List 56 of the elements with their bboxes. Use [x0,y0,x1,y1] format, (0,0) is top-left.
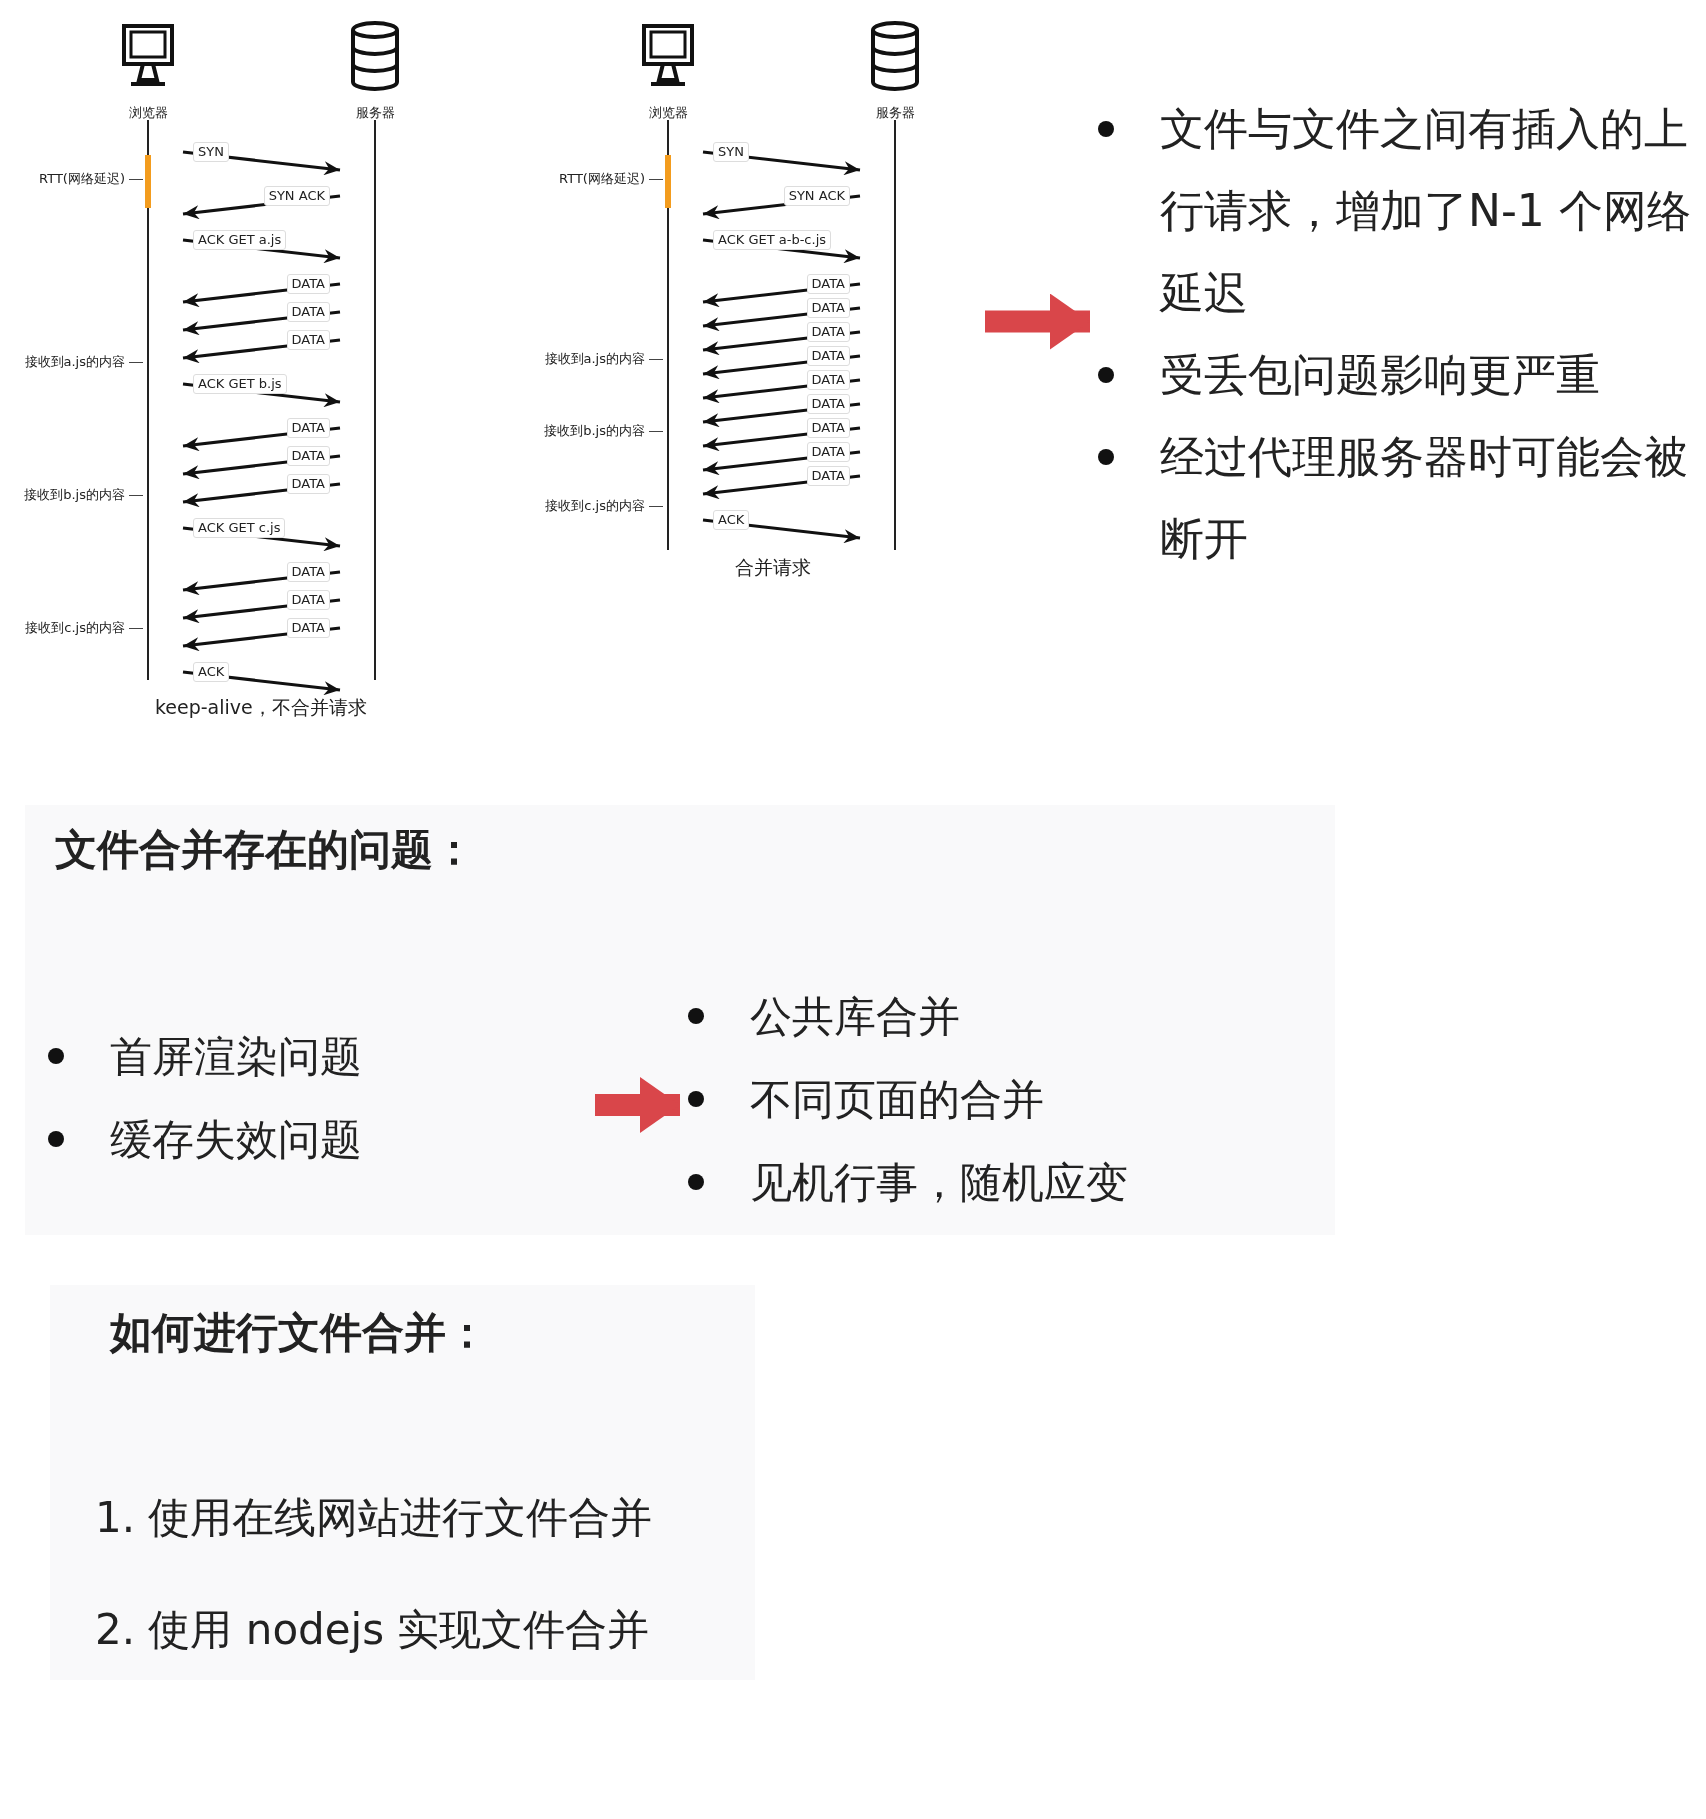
annotation-text: 接收到b.js的内容 [520,422,663,440]
message-label: ACK GET c.js [193,518,286,538]
message-label: DATA [806,442,850,462]
annotation-text: 接收到c.js的内容 [10,619,143,637]
participant-name: 浏览器 [127,104,169,122]
message-label: DATA [286,618,330,638]
message-label: DATA [806,370,850,390]
annotation-text: 接收到c.js的内容 [520,497,663,515]
message-label: DATA [806,466,850,486]
diagram-caption: keep-alive，不合并请求 [155,695,367,720]
message-label: DATA [286,302,330,322]
message-label: DATA [806,394,850,414]
message-label: DATA [286,330,330,350]
message-label: SYN ACK [783,186,850,206]
annotation-text: 接收到a.js的内容 [10,353,143,371]
message-label: ACK [193,662,230,682]
section-title: 如何进行文件合并： [110,1307,488,1359]
message-label: DATA [806,298,850,318]
message-label: DATA [806,346,850,366]
message-label: ACK GET b.js [193,374,287,394]
participant-name: 浏览器 [647,104,689,122]
diagram-caption: 合并请求 [735,555,811,580]
numbered-item: 2. 使用 nodejs 实现文件合并 [95,1604,650,1656]
bullet-item: 缓存失效问题 [40,1098,595,1181]
message-label: DATA [286,274,330,294]
message-label: SYN [193,142,229,162]
message-label: DATA [806,418,850,438]
participant-name: 服务器 [874,104,916,122]
bullet-item: 经过代理服务器时可能会被断开 [1090,416,1700,580]
bullet-item: 受丢包问题影响更严重 [1090,334,1700,416]
bullet-item: 文件与文件之间有插入的上行请求，增加了N-1 个网络延迟 [1090,88,1700,334]
message-label: SYN ACK [263,186,330,206]
annotation-text: RTT(网络延迟) [10,170,143,188]
bullet-item: 首屏渲染问题 [40,1015,595,1098]
message-label: DATA [286,474,330,494]
message-label: ACK GET a-b-c.js [713,230,832,250]
arrow [985,293,1090,350]
numbered-item: 1. 使用在线网站进行文件合并 [95,1492,653,1544]
message-label: SYN [713,142,749,162]
participant-name: 服务器 [354,104,396,122]
section-title: 文件合并存在的问题： [55,824,475,876]
annotation-text: RTT(网络延迟) [520,170,663,188]
message-label: ACK GET a.js [193,230,287,250]
bullet-item: 不同页面的合并 [680,1058,1330,1141]
message-label: DATA [286,590,330,610]
annotation-text: 接收到b.js的内容 [10,486,143,504]
message-label: DATA [806,274,850,294]
bullet-item: 见机行事，随机应变 [680,1141,1330,1224]
message-label: DATA [286,418,330,438]
message-label: ACK [713,510,750,530]
message-label: DATA [286,562,330,582]
annotation-text: 接收到a.js的内容 [520,350,663,368]
arrow [595,1077,680,1133]
message-label: DATA [806,322,850,342]
message-label: DATA [286,446,330,466]
bullet-item: 公共库合并 [680,975,1330,1058]
